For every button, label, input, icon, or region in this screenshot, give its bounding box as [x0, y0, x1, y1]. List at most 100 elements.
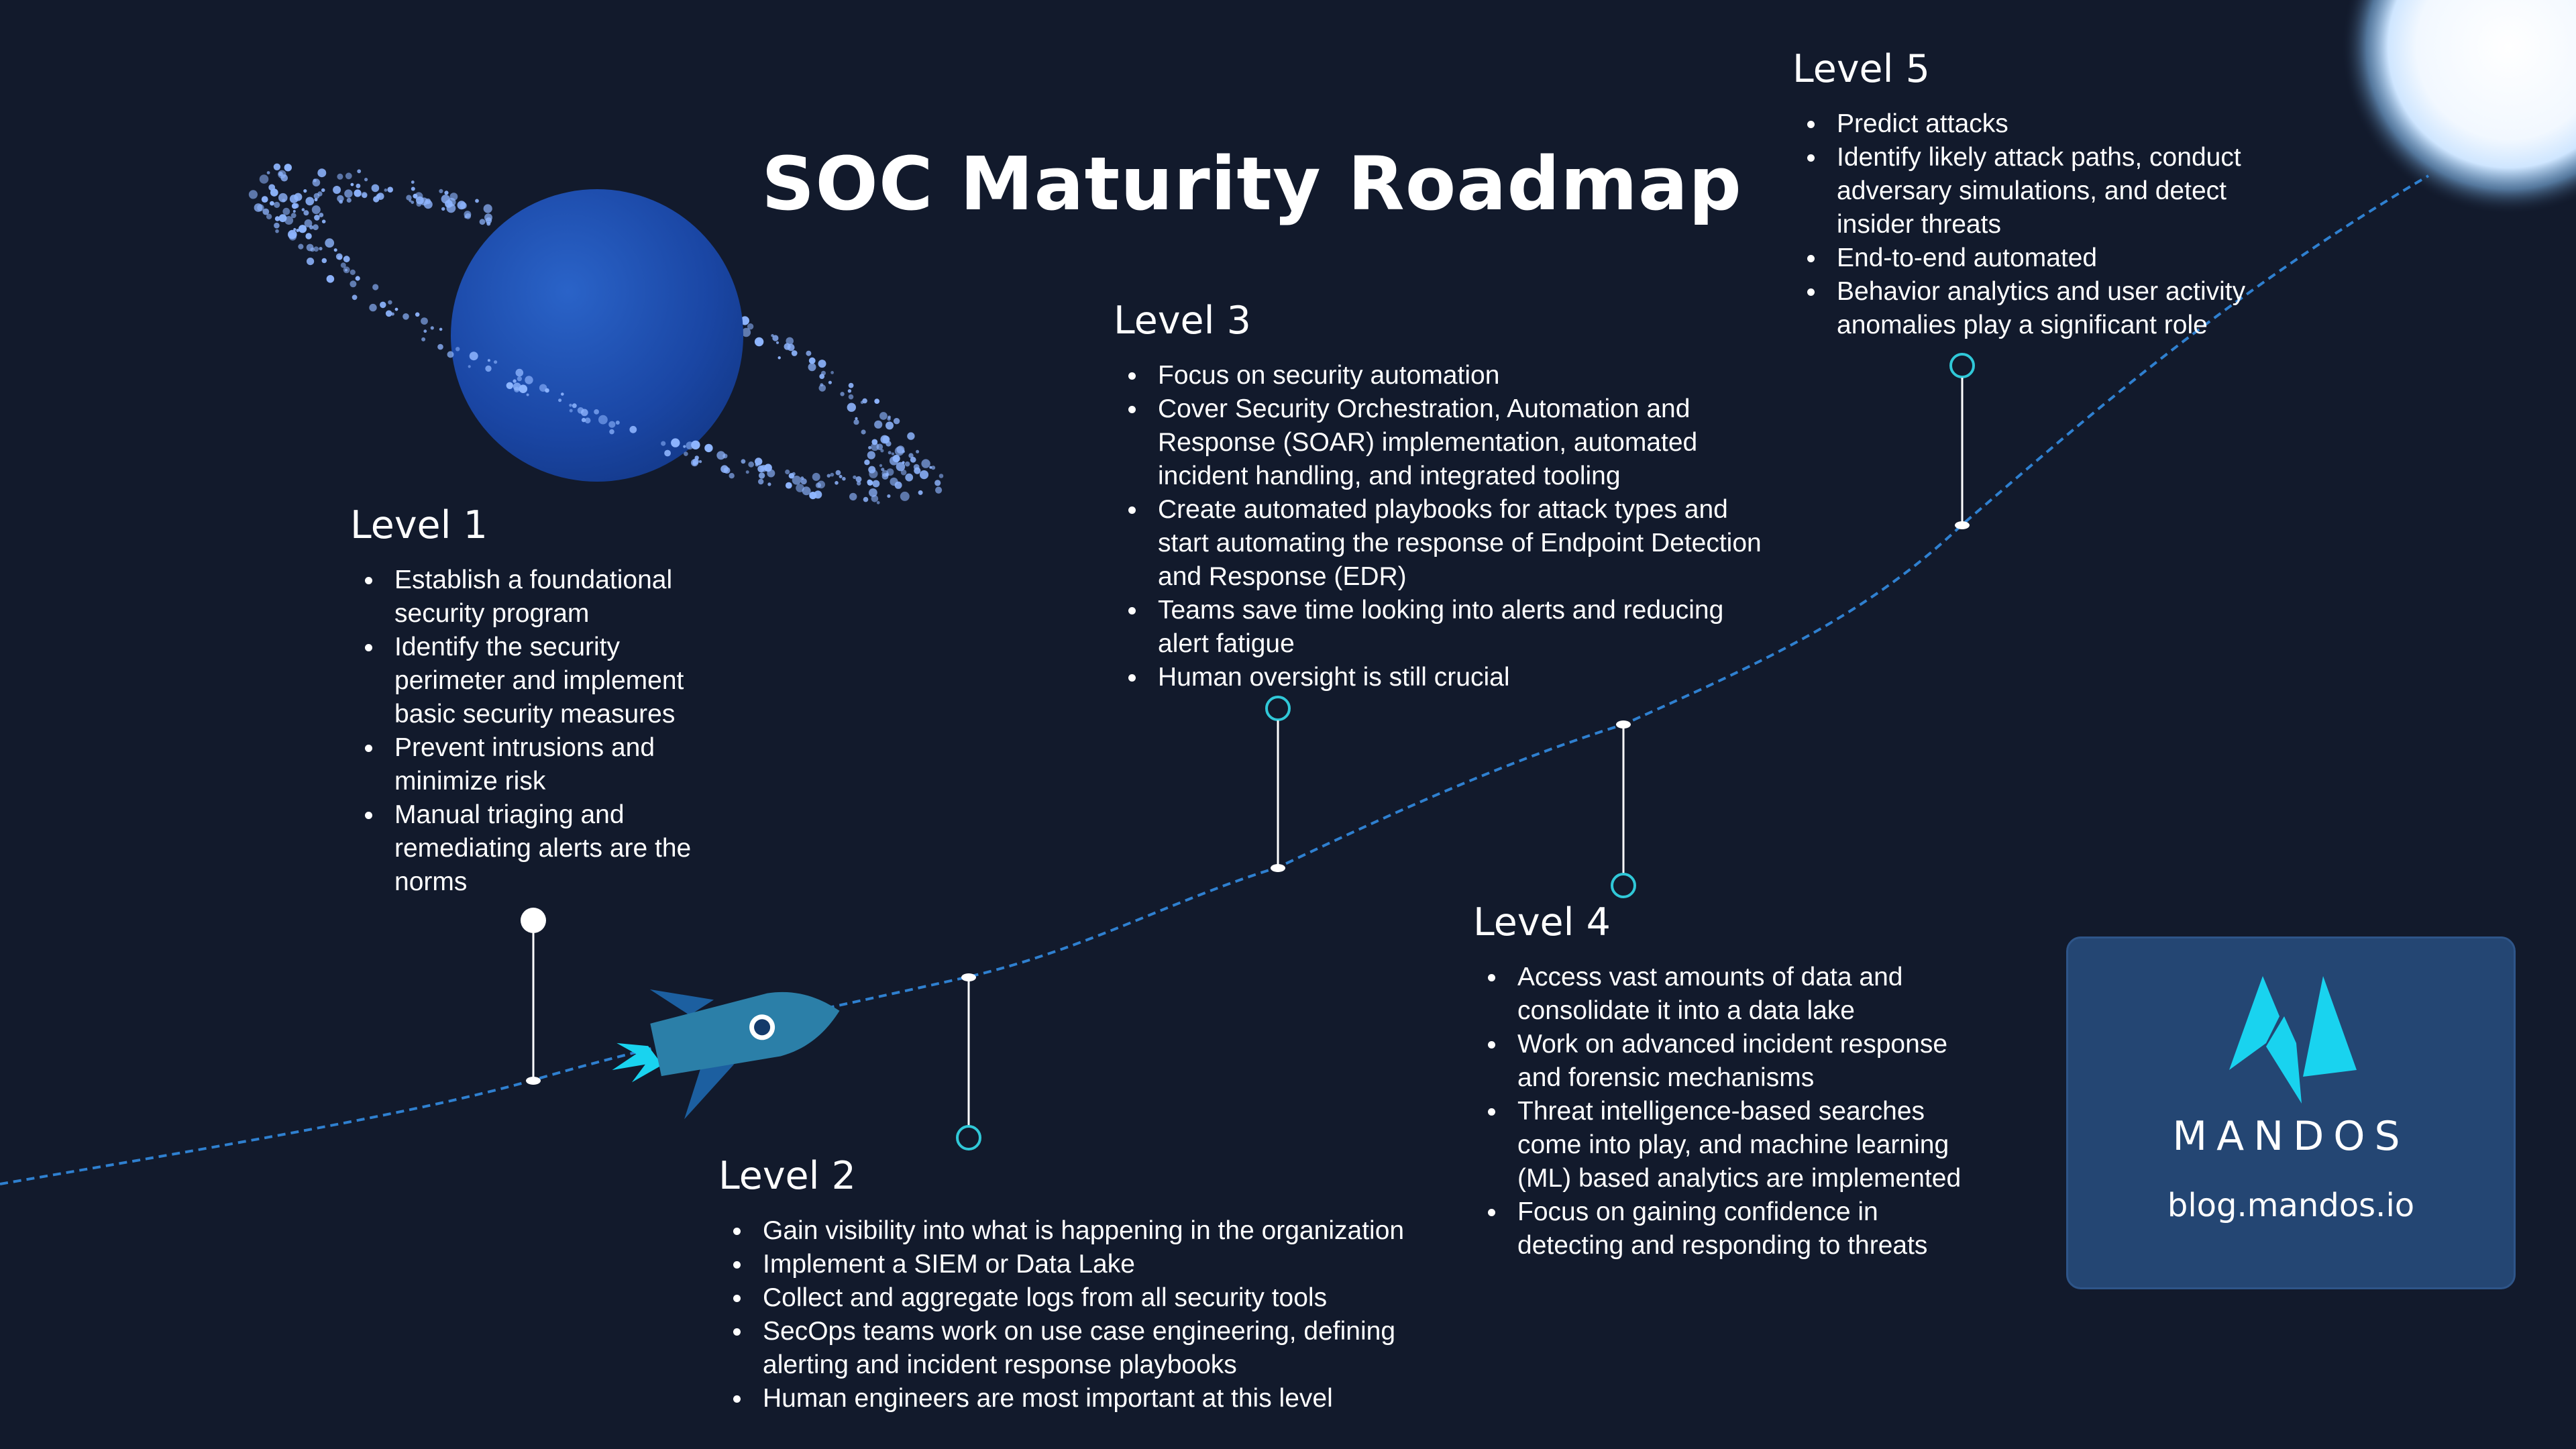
bullet-item: Gain visibility into what is happening i…: [718, 1214, 1456, 1248]
ring-particle: [720, 465, 729, 473]
ring-particle: [356, 183, 361, 189]
ring-particle: [369, 303, 377, 312]
ring-particle: [352, 294, 358, 301]
ring-particle: [483, 204, 492, 213]
brand-url-link[interactable]: blog.mandos.io: [2167, 1187, 2415, 1224]
ring-particle: [716, 451, 726, 460]
ring-particle: [266, 171, 270, 174]
ring-particle: [869, 488, 877, 497]
ring-particle: [671, 438, 680, 447]
ring-particle: [758, 478, 764, 485]
ring-particle: [919, 470, 929, 480]
ring-particle: [806, 350, 812, 356]
ring-particle: [754, 337, 764, 347]
ring-particle: [313, 193, 320, 199]
ring-particle: [785, 469, 790, 475]
ring-particle: [847, 402, 857, 412]
level-3-block: Level 3 Focus on security automation Cov…: [1114, 299, 1771, 694]
bullet-item: Create automated playbooks for attack ty…: [1114, 493, 1771, 594]
ring-particle: [357, 169, 362, 174]
ring-particle: [515, 368, 524, 377]
ring-particle: [248, 190, 258, 199]
level-4-marker: [1611, 720, 1636, 898]
level-bullets: Focus on security automation Cover Secur…: [1114, 359, 1771, 694]
ring-particle: [704, 443, 713, 453]
ring-particle: [406, 195, 412, 201]
ring-particle: [821, 370, 826, 376]
ring-particle: [387, 186, 393, 193]
ring-particle: [938, 474, 944, 478]
bullet-item: Teams save time looking into alerts and …: [1114, 594, 1771, 661]
ring-particle: [891, 452, 895, 455]
bullet-item: Collect and aggregate logs from all secu…: [718, 1281, 1456, 1315]
ring-particle: [513, 379, 517, 383]
ring-particle: [698, 460, 702, 464]
ring-particle: [337, 255, 342, 260]
ring-particle: [864, 460, 870, 466]
ring-particle: [298, 225, 307, 233]
ring-particle: [301, 208, 305, 211]
brand-name: MANDOS: [2172, 1113, 2410, 1160]
ring-particle: [310, 247, 315, 252]
ring-particle: [796, 484, 804, 492]
ring-particle: [469, 352, 478, 361]
ring-particle: [303, 210, 309, 216]
ring-particle: [517, 376, 523, 382]
bullet-item: Work on advanced incident response and f…: [1473, 1028, 1983, 1095]
ring-particle: [830, 371, 834, 374]
ring-particle: [594, 409, 599, 415]
ring-particle: [830, 472, 835, 477]
ring-particle: [278, 171, 283, 176]
ring-particle: [882, 435, 890, 443]
brand-card: MANDOS blog.mandos.io: [2066, 936, 2516, 1289]
ring-particle: [312, 178, 321, 186]
ring-particle: [409, 199, 412, 203]
ring-particle: [343, 256, 350, 263]
ring-particle: [420, 197, 429, 206]
ring-particle: [921, 459, 930, 468]
ring-particle: [485, 365, 492, 372]
ring-particle: [569, 409, 573, 413]
level-2-block: Level 2 Gain visibility into what is hap…: [718, 1154, 1456, 1415]
ring-particle: [372, 284, 379, 290]
ring-particle: [313, 246, 319, 252]
ring-particle: [294, 193, 303, 201]
ring-particle: [848, 394, 854, 400]
ring-particle: [808, 357, 816, 364]
ring-particle: [355, 276, 360, 281]
ring-particle: [777, 356, 781, 360]
ring-particle: [808, 363, 816, 372]
ring-particle: [867, 479, 872, 485]
ring-particle: [364, 178, 368, 182]
ring-particle: [385, 310, 392, 317]
ring-particle: [345, 172, 352, 180]
level-3-marker: [1265, 696, 1291, 872]
ring-particle: [853, 475, 857, 480]
ring-particle: [304, 219, 313, 227]
ring-particle: [818, 360, 826, 368]
ring-particle: [855, 417, 858, 421]
ring-particle: [741, 327, 751, 337]
ring-particle: [293, 203, 299, 209]
ring-particle: [893, 418, 900, 425]
level-heading: Level 4: [1473, 900, 1611, 945]
ring-particle: [826, 474, 831, 478]
ring-particle: [758, 472, 765, 479]
ring-particle: [839, 474, 843, 478]
ring-particle: [861, 429, 866, 435]
ring-particle: [455, 347, 460, 352]
ring-particle: [847, 389, 852, 393]
ring-particle: [896, 445, 905, 454]
ring-particle: [350, 280, 357, 288]
ring-particle: [828, 380, 832, 384]
ring-particle: [307, 258, 315, 266]
ring-particle: [887, 417, 891, 421]
ring-particle: [384, 189, 388, 192]
ring-particle: [879, 412, 888, 420]
ring-particle: [867, 451, 875, 460]
level-1-block: Level 1 Establish a foundational securit…: [350, 503, 726, 899]
level-5-block: Level 5 Predict attacks Identify likely …: [1792, 47, 2302, 342]
ring-particle: [321, 188, 325, 193]
ring-particle: [421, 317, 428, 325]
ring-particle: [747, 323, 754, 330]
